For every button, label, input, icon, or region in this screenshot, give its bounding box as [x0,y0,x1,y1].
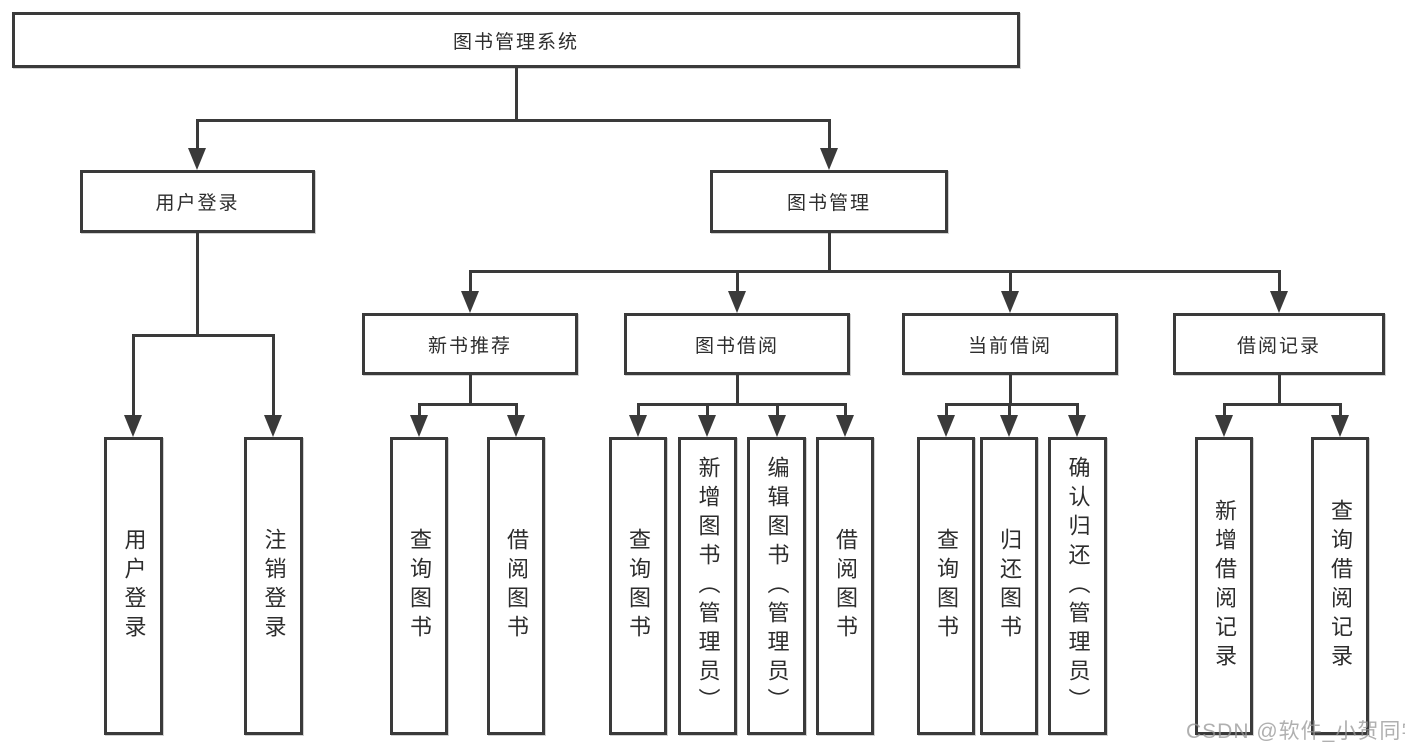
leaf-return-books: 归还图书 [980,437,1038,735]
arrow-down-icon [768,415,786,437]
connector-hline [196,119,830,122]
leaf-borrow-books: 借阅图书 [487,437,545,735]
leaf-logout: 注销登录 [244,437,303,735]
node-borrow-record: 借阅记录 [1173,313,1385,375]
connector-vline [1009,375,1012,406]
leaf-label: 新增借阅记录 [1212,499,1237,673]
connector-vline [515,403,518,417]
node-root: 图书管理系统 [12,12,1020,68]
connector-vline [196,233,199,337]
node-label: 新书推荐 [427,335,512,357]
arrow-down-icon [124,415,142,437]
connector-vline [945,403,948,417]
connector-hline [1223,403,1341,406]
leaf-add-books-admin: 新增图书（管理员） [678,437,737,735]
leaf-label: 借阅图书 [504,528,529,644]
leaf-add-borrow-record: 新增借阅记录 [1195,437,1253,735]
connector-vline [828,233,831,273]
connector-vline [1278,270,1281,295]
connector-hline [637,403,846,406]
connector-vline [469,375,472,406]
leaf-query-books: 查询图书 [917,437,975,735]
node-label: 当前借阅 [967,335,1052,357]
arrow-down-icon [836,415,854,437]
node-book-borrow: 图书借阅 [624,313,850,375]
leaf-label: 查询图书 [934,528,959,644]
node-label: 借阅记录 [1236,335,1321,357]
leaf-borrow-books: 借阅图书 [816,437,874,735]
connector-vline [272,334,275,417]
arrow-down-icon [1331,415,1349,437]
arrow-down-icon [1001,291,1019,313]
leaf-label: 注销登录 [261,528,287,644]
connector-hline [945,403,1078,406]
connector-vline [196,119,199,152]
connector-vline [469,270,472,295]
connector-vline [637,403,640,417]
arrow-down-icon [264,415,282,437]
leaf-label: 编辑图书（管理员） [764,455,790,717]
connector-vline [844,403,847,417]
node-new-book-recommend: 新书推荐 [362,313,578,375]
arrow-down-icon [507,415,525,437]
node-label: 用户登录 [155,193,240,214]
leaf-label: 确认归还（管理员） [1065,455,1091,717]
connector-vline [132,334,135,417]
leaf-confirm-return-admin: 确认归还（管理员） [1048,437,1107,735]
arrow-down-icon [629,415,647,437]
connector-vline [736,375,739,406]
arrow-down-icon [698,415,716,437]
connector-hline [418,403,517,406]
node-label: 图书管理 [786,193,871,214]
arrow-down-icon [1000,415,1018,437]
connector-vline [1008,403,1011,417]
connector-vline [828,119,831,152]
arrow-down-icon [1270,291,1288,313]
leaf-query-books: 查询图书 [390,437,448,735]
leaf-label: 新增图书（管理员） [695,455,721,717]
node-book-management: 图书管理 [710,170,948,233]
connector-vline [1223,403,1226,417]
arrow-down-icon [188,148,206,170]
connector-vline [736,270,739,295]
connector-vline [418,403,421,417]
connector-vline [1339,403,1342,417]
connector-hline [132,334,274,337]
node-user-login: 用户登录 [80,170,315,233]
leaf-label: 查询图书 [407,528,432,644]
leaf-query-books: 查询图书 [609,437,667,735]
arrow-down-icon [937,415,955,437]
connector-vline [1278,375,1281,406]
node-current-borrow: 当前借阅 [902,313,1118,375]
leaf-user-login: 用户登录 [104,437,163,735]
leaf-label: 借阅图书 [833,528,858,644]
connector-vline [1076,403,1079,417]
node-label: 图书借阅 [694,335,779,357]
arrow-down-icon [1068,415,1086,437]
leaf-label: 查询图书 [626,528,651,644]
node-root-label: 图书管理系统 [452,31,579,53]
connector-hline [469,270,1280,273]
connector-vline [776,403,779,417]
leaf-label: 归还图书 [997,528,1022,644]
arrow-down-icon [728,291,746,313]
connector-vline [515,68,518,120]
arrow-down-icon [461,291,479,313]
arrow-down-icon [410,415,428,437]
watermark: CSDN @软件_小贺同学 [1186,720,1405,743]
leaf-edit-books-admin: 编辑图书（管理员） [747,437,806,735]
connector-vline [1009,270,1012,295]
arrow-down-icon [820,148,838,170]
leaf-label: 查询借阅记录 [1328,499,1353,673]
leaf-query-borrow-record: 查询借阅记录 [1311,437,1369,735]
connector-vline [706,403,709,417]
leaf-label: 用户登录 [121,528,147,644]
arrow-down-icon [1215,415,1233,437]
